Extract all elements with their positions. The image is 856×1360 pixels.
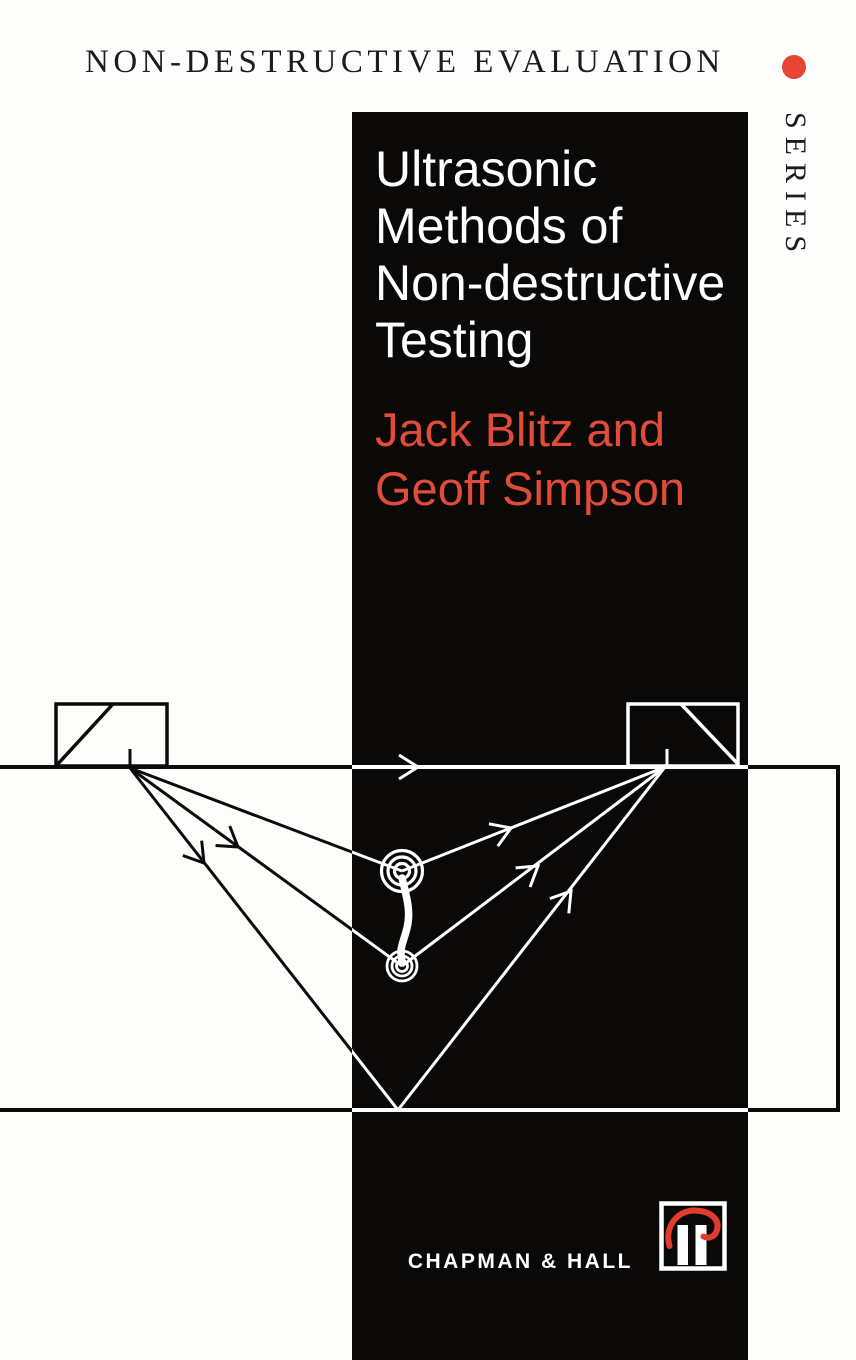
book-title-line-3: Non-destructive (375, 255, 726, 311)
red-dot-icon (782, 55, 806, 79)
authors-line-1: Jack Blitz and (375, 403, 665, 456)
logo-red-c-swoosh (665, 1207, 721, 1249)
chapman-hall-logo-icon (659, 1201, 727, 1271)
logo-h-bar-right (695, 1225, 707, 1265)
book-authors: Jack Blitz and Geoff Simpson (375, 400, 685, 518)
book-title-line-1: Ultrasonic (375, 141, 598, 197)
publisher-name: CHAPMAN & HALL (407, 1250, 633, 1273)
series-banner-title: NON-DESTRUCTIVE EVALUATION (85, 44, 725, 80)
book-title-line-4: Testing (375, 312, 534, 368)
book-title-line-2: Methods of (375, 198, 623, 254)
cover-black-band (352, 112, 748, 1360)
series-vertical-label: SERIES (779, 112, 812, 261)
logo-h-bar-left (677, 1225, 688, 1265)
book-title: Ultrasonic Methods of Non-destructive Te… (375, 141, 725, 369)
authors-line-2: Geoff Simpson (375, 462, 686, 515)
